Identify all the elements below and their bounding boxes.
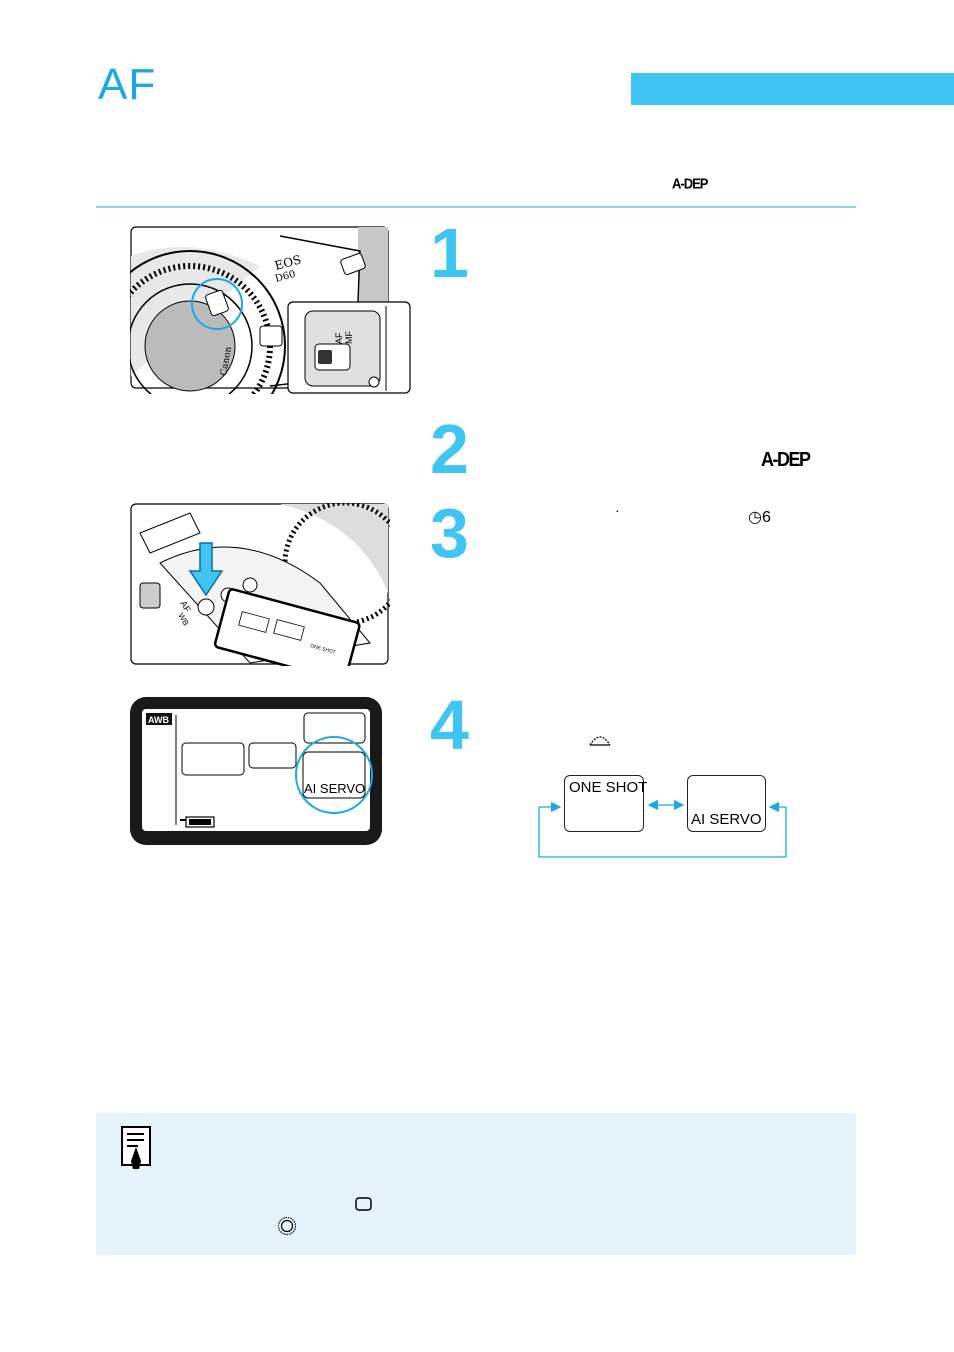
step-3-timer: ◷6 — [748, 507, 771, 527]
title-bar — [631, 73, 954, 105]
lcd-panel-illustration: AWB AI SERVO — [130, 697, 382, 845]
page-title: AF — [98, 60, 157, 109]
ai-servo-mode-box — [687, 775, 766, 832]
frame-icon — [355, 1197, 372, 1211]
camera-model: D60 — [274, 269, 297, 285]
one-shot-mode-box — [564, 775, 644, 832]
lcd-wb-label: AWB — [148, 715, 169, 725]
mode-cycle-arrows — [538, 799, 787, 858]
section-divider — [96, 206, 856, 208]
lcd-mode-label: AI SERVO — [304, 781, 365, 796]
switch-mf-label: MF — [344, 331, 354, 344]
camera-lens-switch-illustration: EOS D60 Canon AF MF — [130, 226, 411, 394]
one-shot-label: ONE SHOT — [569, 779, 648, 796]
step-3-number: 3 — [430, 494, 469, 572]
timer-value: 6 — [761, 509, 771, 526]
intro-mode-label: A-DEP — [672, 174, 708, 193]
note-icon — [121, 1126, 151, 1169]
step-2-mode-label: A-DEP — [761, 447, 811, 471]
ai-servo-label: AI SERVO — [691, 811, 762, 828]
step-1-number: 1 — [430, 214, 469, 292]
timer-icon: ◷ — [748, 509, 762, 526]
main-dial-icon — [589, 736, 611, 746]
switch-af-label: AF — [334, 332, 344, 344]
camera-af-button-illustration: AF WB ONE SHOT — [130, 503, 390, 666]
note-box — [96, 1113, 856, 1255]
quick-control-dial-icon — [277, 1216, 297, 1236]
camera-brand: EOS — [273, 252, 303, 272]
step-4-number: 4 — [430, 686, 469, 764]
step-2-number: 2 — [430, 410, 469, 488]
step-3-dot: · — [615, 502, 620, 518]
